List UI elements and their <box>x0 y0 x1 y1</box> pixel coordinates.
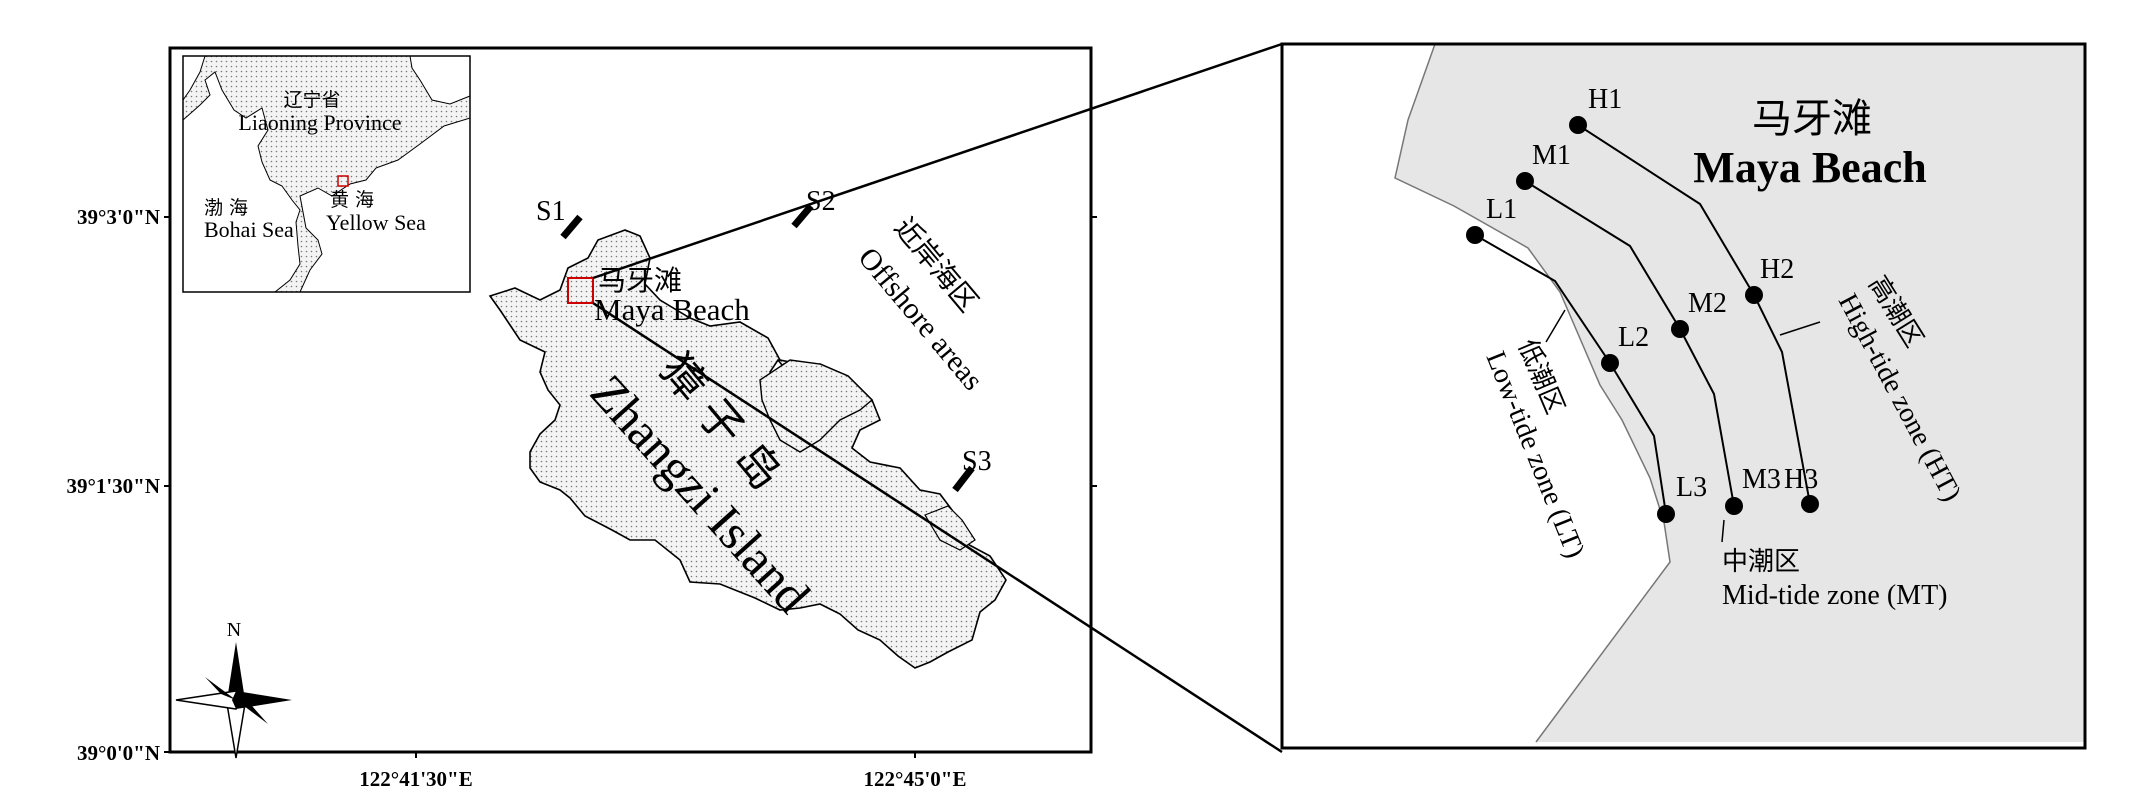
point-label-l1: L1 <box>1486 194 1517 225</box>
inset-frame <box>182 55 471 293</box>
station-label-s3: S3 <box>962 446 992 477</box>
maya-beach-highlight-box <box>567 277 594 304</box>
maya-beach-label-cn: 马牙滩 <box>598 264 682 297</box>
station-label-s1: S1 <box>536 196 566 227</box>
lat-tick-label: 39°0'0"N <box>77 741 160 765</box>
detail-land-area <box>1395 44 2085 742</box>
station-marker-s3 <box>952 465 975 493</box>
detail-title-en: Maya Beach <box>1693 143 1926 192</box>
high-zone-pointer <box>1779 321 1821 336</box>
main-map-frame <box>168 46 1093 754</box>
liaoning-label-cn: 辽宁省 <box>283 89 340 111</box>
low-zone-pointer <box>1545 309 1566 343</box>
main-map: 39°3'0"N 39°1'30"N 39°0'0"N 122°41'30"E … <box>66 42 1283 791</box>
sample-point-m1 <box>1516 172 1534 190</box>
mid-zone-label-cn: 中潮区 <box>1722 547 1800 577</box>
point-label-h1: H1 <box>1588 84 1622 115</box>
north-label: N <box>227 619 241 641</box>
sample-point-l2 <box>1601 354 1619 372</box>
point-label-l3: L3 <box>1676 472 1707 503</box>
sample-point-l1 <box>1466 226 1484 244</box>
sample-point-m3 <box>1725 497 1743 515</box>
lat-tick-label: 39°3'0"N <box>77 205 160 229</box>
bohai-label-cn: 渤 海 <box>204 197 248 219</box>
yellow-sea-label-cn: 黄 海 <box>330 189 374 211</box>
zhangzi-island-landmass <box>488 229 1007 669</box>
bohai-sea-water <box>182 71 301 293</box>
mid-zone-pointer <box>1721 519 1725 543</box>
islet <box>924 505 976 551</box>
lon-tick-label: 122°41'30"E <box>359 767 472 791</box>
detail-title-cn: 马牙滩 <box>1752 96 1872 142</box>
detail-coastline <box>1394 43 1671 743</box>
sample-point-h1 <box>1569 116 1587 134</box>
point-label-m1: M1 <box>1532 140 1571 171</box>
liaoning-label-en: Liaoning Province <box>238 110 401 135</box>
yellow-sea-water <box>299 117 471 293</box>
inset-map: 辽宁省 Liaoning Province 渤 海 Bohai Sea 黄 海 … <box>182 55 471 293</box>
north-arrow-icon: N <box>175 619 292 759</box>
point-label-h2: H2 <box>1760 254 1794 285</box>
yellow-sea-label-en: Yellow Sea <box>326 210 426 235</box>
point-label-h3: H3 <box>1784 464 1818 495</box>
station-marker-s1 <box>560 214 583 240</box>
lat-tick-label: 39°1'30"N <box>66 474 160 498</box>
sample-point-l3 <box>1657 505 1675 523</box>
detail-map: H1 H2 H3 M1 M2 M3 L1 L2 L3 马牙滩 Maya Beac… <box>1280 42 2087 750</box>
sample-point-m2 <box>1671 320 1689 338</box>
zoom-connector-top <box>592 42 1283 280</box>
station-marker-s2 <box>791 203 814 229</box>
point-label-m3: M3 <box>1742 464 1781 495</box>
detail-map-frame <box>1280 42 2087 750</box>
mid-zone-label-en: Mid-tide zone (MT) <box>1722 580 1948 611</box>
lon-tick-label: 122°45'0"E <box>864 767 967 791</box>
zoom-connector-bottom <box>592 301 1283 754</box>
inset-location-box <box>337 175 349 187</box>
point-label-l2: L2 <box>1618 322 1649 353</box>
sample-point-h2 <box>1745 286 1763 304</box>
maya-beach-label-en: Maya Beach <box>594 292 750 327</box>
bohai-label-en: Bohai Sea <box>204 217 294 242</box>
point-label-m2: M2 <box>1688 288 1727 319</box>
sample-point-h3 <box>1801 495 1819 513</box>
